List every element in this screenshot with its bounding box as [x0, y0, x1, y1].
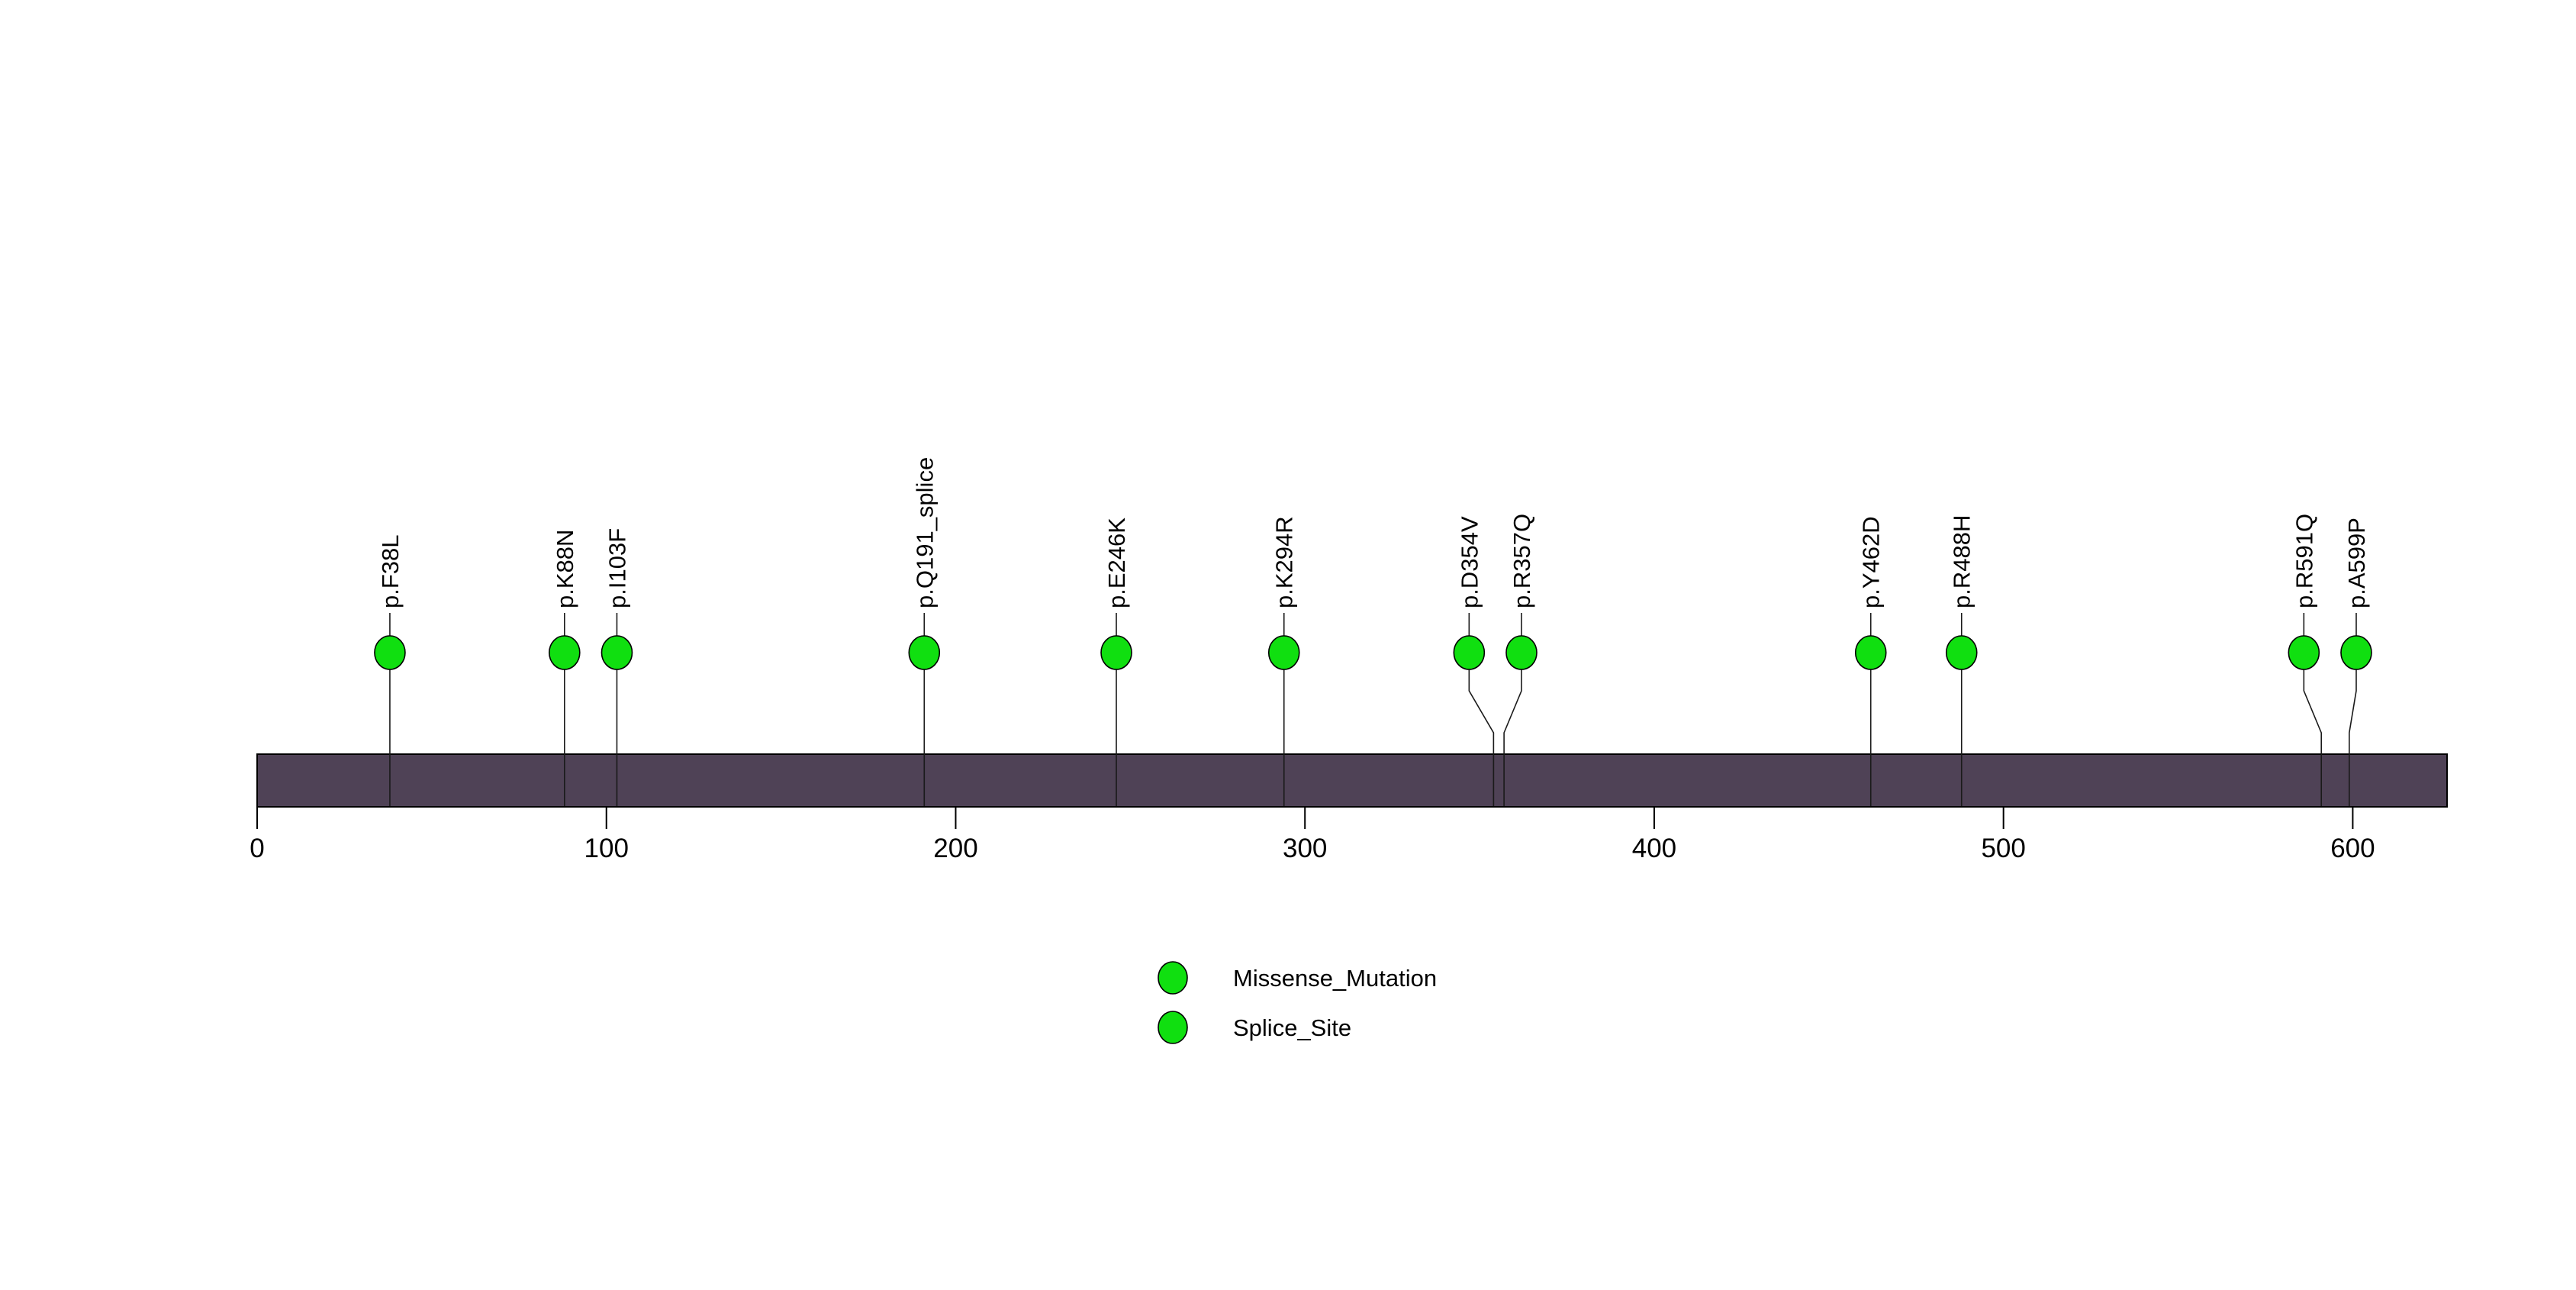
lollipop-p.D354V: p.D354V — [1453, 516, 1495, 806]
mutation-label: p.Q191_splice — [911, 457, 938, 608]
lollipop-p.E246K: p.E246K — [1100, 518, 1132, 806]
legend-label: Splice_Site — [1233, 1014, 1351, 1041]
mutation-circle — [1505, 635, 1538, 670]
axis-tick-label: 200 — [933, 834, 977, 863]
axis-tick-label: 300 — [1283, 834, 1327, 863]
legend-swatch-icon — [1158, 1011, 1188, 1044]
lollipop-p.R357Q: p.R357Q — [1503, 514, 1538, 806]
axis-tick-label: 400 — [1632, 834, 1676, 863]
legend-item-Splice_Site: Splice_Site — [1158, 1011, 1351, 1044]
axis-tick-label: 0 — [250, 834, 264, 863]
mutation-circle — [1854, 635, 1887, 670]
lollipop-p.K88N: p.K88N — [549, 530, 581, 806]
protein-backbone — [256, 753, 2448, 808]
mutation-label: p.E246K — [1103, 518, 1130, 608]
lollipop-p.F38L: p.F38L — [374, 534, 406, 806]
axis-tick-label: 500 — [1981, 834, 2025, 863]
legend-label: Missense_Mutation — [1233, 965, 1437, 992]
mutation-circle — [2340, 635, 2372, 670]
lollipop-p.I103F: p.I103F — [601, 528, 633, 806]
mutation-label: p.D354V — [1456, 516, 1483, 608]
mutation-label: p.R357Q — [1509, 514, 1535, 608]
axis-tick-label: 100 — [584, 834, 629, 863]
mutation-circle — [908, 635, 941, 670]
mutation-circle — [374, 635, 406, 670]
lollipop-p.Q191_splice: p.Q191_splice — [908, 457, 941, 806]
mutation-label: p.F38L — [377, 534, 404, 608]
lollipop-p.K294R: p.K294R — [1267, 516, 1300, 806]
mutation-circle — [2288, 635, 2320, 670]
mutation-label: p.K294R — [1271, 516, 1298, 608]
x-axis: 0 100 200 300 400 500 600 — [250, 807, 2375, 863]
lollipop-p.A599P: p.A599P — [2340, 518, 2372, 806]
lollipop-p.Y462D: p.Y462D — [1854, 516, 1887, 806]
mutation-label: p.K88N — [552, 530, 578, 608]
mutation-circle — [1267, 635, 1300, 670]
mutation-label: p.R591Q — [2291, 514, 2317, 608]
lollipop-p.R488H: p.R488H — [1945, 515, 1978, 806]
lollipop-p.R591Q: p.R591Q — [2288, 514, 2323, 806]
mutation-label: p.Y462D — [1858, 516, 1885, 608]
mutation-circle — [1453, 635, 1486, 670]
legend-item-Missense_Mutation: Missense_Mutation — [1158, 961, 1437, 995]
legend-swatch-icon — [1158, 961, 1188, 995]
mutation-circle — [601, 635, 633, 670]
axis-tick-label: 600 — [2330, 834, 2375, 863]
mutation-label: p.R488H — [1949, 515, 1975, 608]
mutation-label: p.A599P — [2343, 518, 2370, 608]
mutation-circle — [549, 635, 581, 670]
mutation-circle — [1945, 635, 1978, 670]
mutation-label: p.I103F — [604, 528, 630, 608]
mutation-circle — [1100, 635, 1132, 670]
